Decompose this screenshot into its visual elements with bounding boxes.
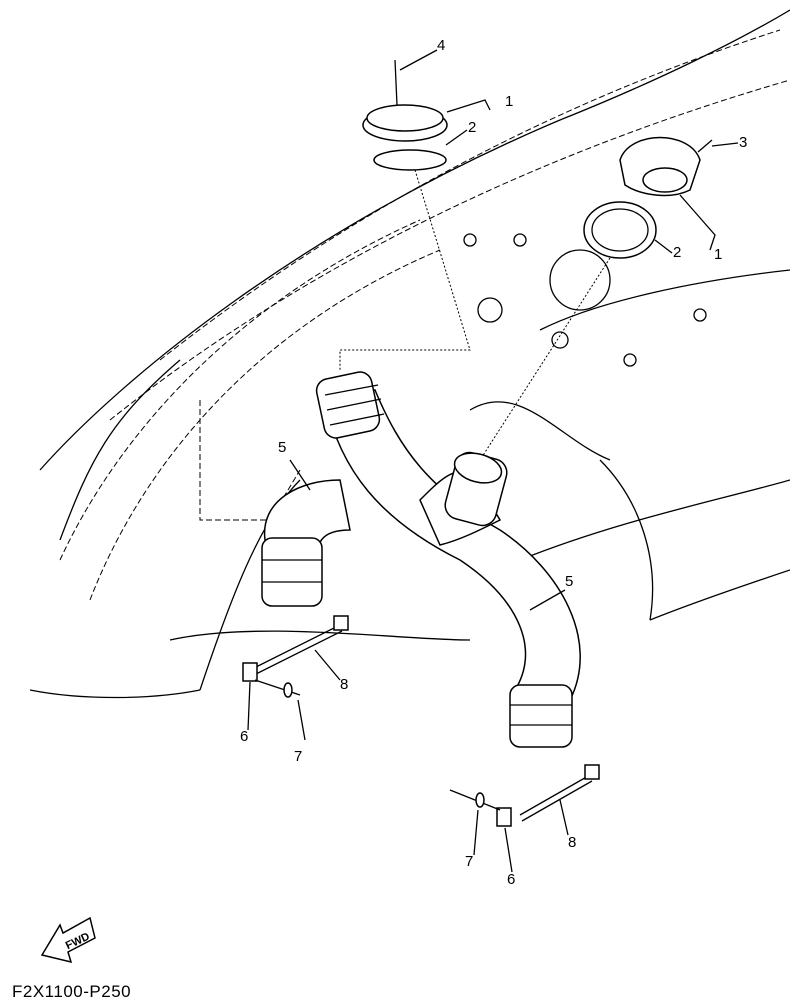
hose-long (315, 371, 581, 748)
callout-1: 1 (714, 246, 723, 263)
callout-5: 5 (565, 573, 574, 590)
vent-cap-2 (583, 136, 716, 259)
callout-1: 1 (505, 93, 514, 110)
callout-7: 7 (294, 748, 303, 765)
callout-5: 5 (278, 439, 287, 456)
callout-2: 2 (468, 119, 477, 136)
leader-lines (247, 49, 739, 873)
fwd-arrow-icon: FWD (40, 916, 96, 964)
callout-6: 6 (240, 728, 249, 745)
callout-6: 6 (507, 871, 516, 888)
callout-2: 2 (673, 244, 682, 261)
clamp-set-left (242, 615, 349, 741)
figure-code: F2X1100-P250 (12, 982, 132, 1001)
callout-4: 4 (437, 37, 446, 54)
vent-cap-1 (362, 59, 491, 171)
hose-elbow (261, 451, 508, 607)
callout-8: 8 (340, 676, 349, 693)
callout-3: 3 (739, 134, 748, 151)
clamp-set-right (449, 764, 600, 827)
callout-7: 7 (465, 853, 474, 870)
callout-8: 8 (568, 834, 577, 851)
